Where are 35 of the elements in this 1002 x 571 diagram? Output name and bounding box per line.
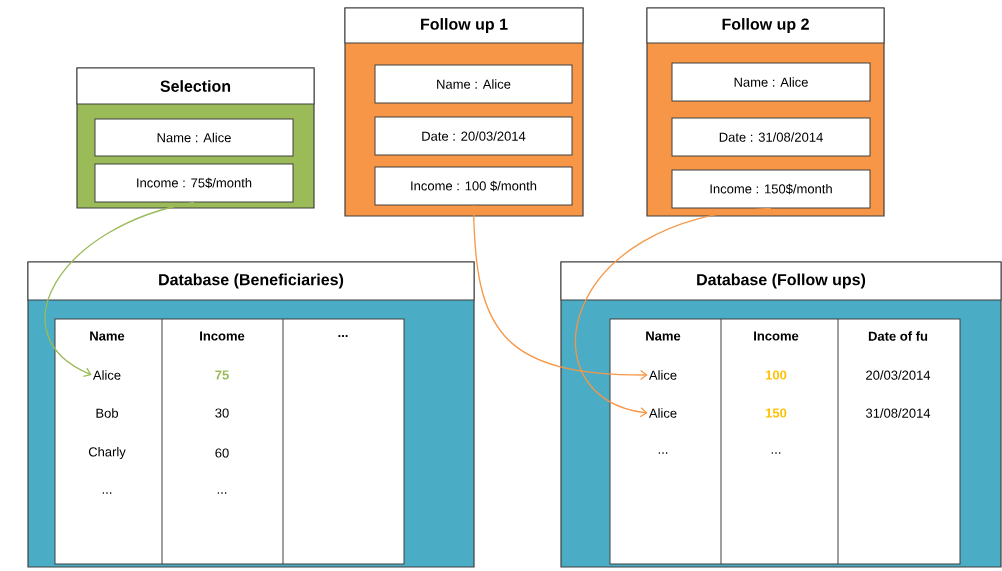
table-cell: Alice [92,370,121,380]
table-cell: ... [338,335,348,337]
table-cell: Alice [648,370,677,380]
field-box: Name : Alice [94,118,294,157]
table-cell: 20/03/2014 [866,370,931,380]
table [54,318,405,565]
table-cell: Alice [648,408,677,418]
table-cell: Income [754,331,799,341]
table-cell: 100 [766,370,787,380]
table-cell: 60 [215,448,229,458]
table-cell: 75 [215,370,229,380]
field-box: Date : 31/08/2014 [671,117,871,157]
table-cell: Name [90,331,125,341]
field-box: Income : 150$/month [671,169,871,209]
field-box: Date : 20/03/2014 [374,116,573,156]
field-box: Income : 100 $/month [374,166,573,206]
table-cell: ... [771,452,781,454]
arrow [44,201,195,378]
table [609,318,961,565]
arrow [472,204,648,381]
table-cell: 30 [215,408,229,418]
table-cell: ... [658,452,668,454]
field-box: Name : Alice [374,64,573,104]
table-cell: Charly [88,446,126,460]
arrow [575,207,772,418]
table-cell: 31/08/2014 [866,408,931,418]
table-cell: Income [200,331,245,341]
table-cell: 150 [766,408,787,418]
table-cell: Date of fu [868,331,928,341]
table-cell: ... [102,492,112,494]
table-cell: ... [217,492,227,494]
table-cell: Name [646,331,681,341]
field-box: Name : Alice [671,62,871,102]
table-cell: Bob [96,408,118,418]
field-box: Income : 75$/month [94,163,294,203]
